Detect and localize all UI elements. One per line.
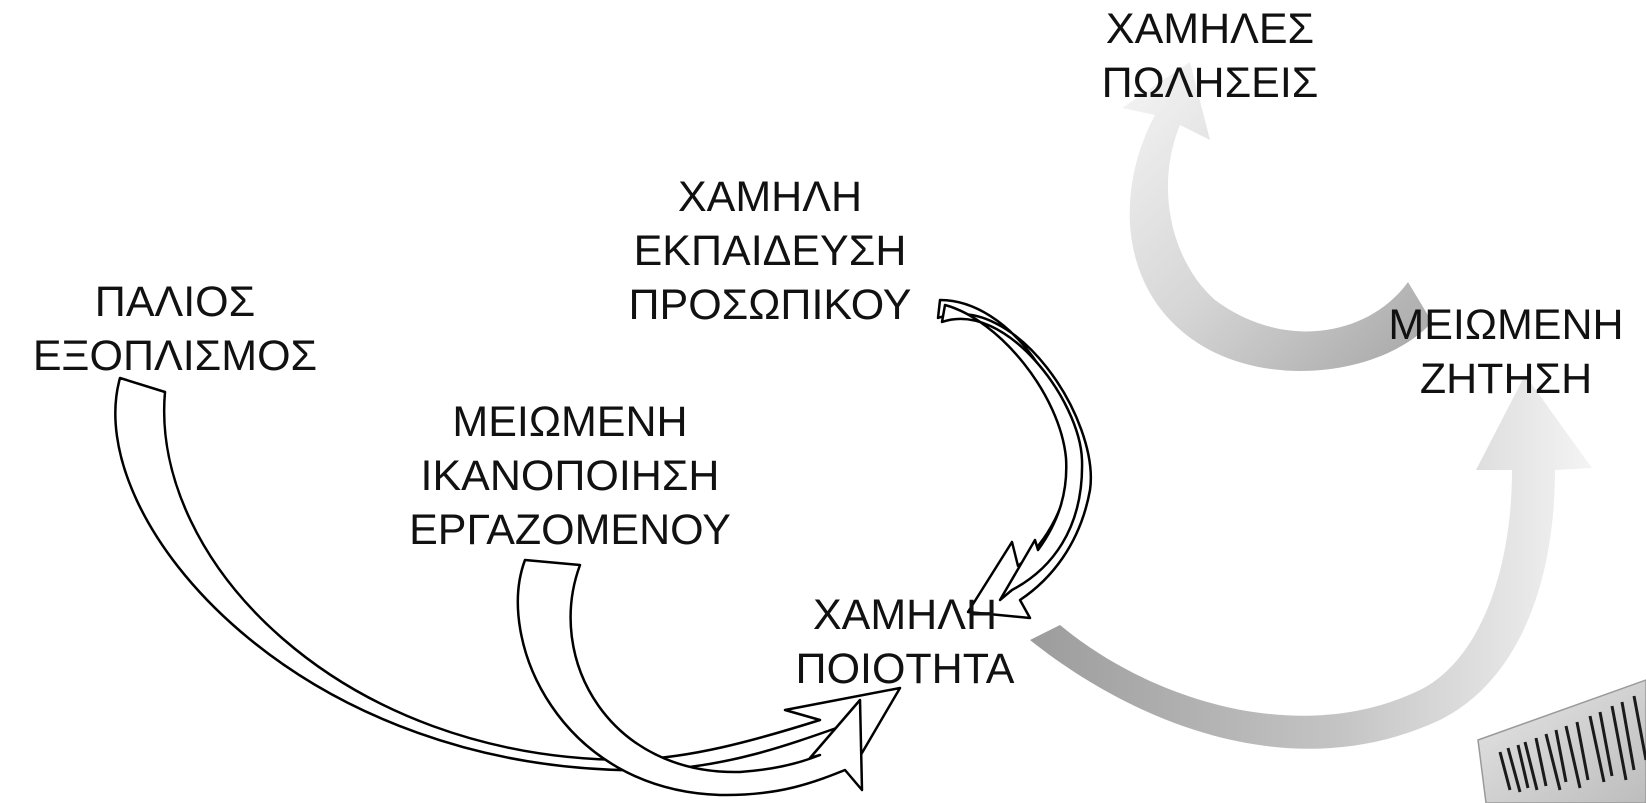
node-low-training: ΧΑΜΗΛΗ ΕΚΠΑΙΔΕΥΣΗ ΠΡΟΣΩΠΙΚΟΥ	[600, 170, 940, 333]
arrow-quality-to-demand	[1030, 375, 1592, 749]
node-label-line: ΜΕΙΩΜΕΝΗ	[452, 398, 688, 446]
node-label-line: ΖΗΤΗΣΗ	[1419, 355, 1593, 404]
node-label-line: ΠΑΛΙΟΣ	[94, 278, 256, 326]
node-old-equipment: ΠΑΛΙΟΣ ΕΞΟΠΛΙΣΜΟΣ	[10, 275, 340, 383]
arrow-training-to-quality-inner	[940, 303, 1084, 602]
barcode-stripes	[1498, 695, 1646, 793]
node-label-line: ΕΚΠΑΙΔΕΥΣΗ	[633, 227, 907, 276]
node-low-satisfaction: ΜΕΙΩΜΕΝΗ ΙΚΑΝΟΠΟΙΗΣΗ ΕΡΓΑΖΟΜΕΝΟΥ	[380, 395, 760, 558]
barcode-image	[1477, 679, 1646, 803]
node-label-line: ΠΟΙΟΤΗΤΑ	[795, 645, 1015, 694]
arrow-satisfaction-to-quality	[516, 558, 864, 797]
node-low-sales: ΧΑΜΗΛΕΣ ΠΩΛΗΣΕΙΣ	[1070, 2, 1350, 110]
node-label-line: ΧΑΜΗΛΕΣ	[1105, 5, 1315, 53]
node-label-line: ΜΕΙΩΜΕΝΗ	[1388, 301, 1624, 349]
node-label-line: ΠΩΛΗΣΕΙΣ	[1101, 59, 1319, 108]
node-label-line: ΠΡΟΣΩΠΙΚΟΥ	[628, 281, 912, 330]
arrow-equipment-to-quality	[114, 376, 902, 772]
node-label-line: ΧΑΜΗΛΗ	[812, 591, 997, 639]
node-reduced-demand: ΜΕΙΩΜΕΝΗ ΖΗΤΗΣΗ	[1366, 298, 1646, 406]
barcode-base	[1477, 679, 1646, 803]
node-label-line: ΕΞΟΠΛΙΣΜΟΣ	[32, 332, 318, 381]
node-label-line: ΧΑΜΗΛΗ	[677, 173, 862, 221]
node-label-line: ΙΚΑΝΟΠΟΙΗΣΗ	[420, 452, 720, 501]
arrow-demand-to-sales	[1122, 62, 1432, 371]
node-label-line: ΕΡΓΑΖΟΜΕΝΟΥ	[409, 506, 731, 555]
node-low-quality: ΧΑΜΗΛΗ ΠΟΙΟΤΗΤΑ	[780, 588, 1030, 696]
